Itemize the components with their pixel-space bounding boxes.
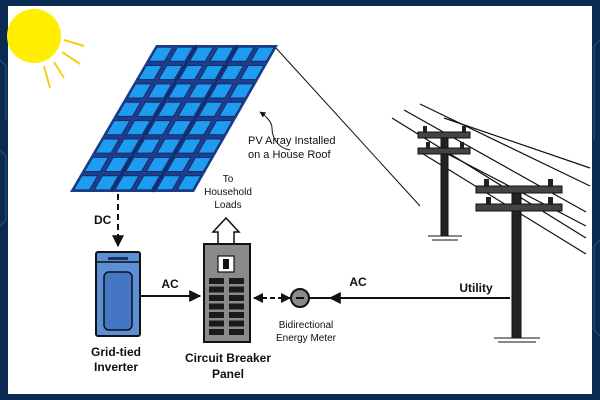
sun-icon xyxy=(7,9,85,89)
utility-label: Utility xyxy=(459,281,493,295)
meter-label-line2: Energy Meter xyxy=(276,333,337,344)
solar-cell xyxy=(146,120,172,136)
solar-cell xyxy=(115,138,141,154)
solar-cell xyxy=(83,157,110,172)
breaker-switch xyxy=(209,329,224,335)
solar-cell xyxy=(135,175,161,191)
solar-cell xyxy=(207,120,233,136)
meter-label-line1: Bidirectional xyxy=(279,320,333,331)
solar-cell xyxy=(125,157,151,172)
breaker-switch xyxy=(209,312,224,318)
ac-label-left: AC xyxy=(161,277,179,291)
solar-cell xyxy=(166,157,192,172)
solar-cell xyxy=(137,65,163,80)
solar-cell xyxy=(186,157,212,172)
frame-decoration xyxy=(0,39,600,337)
solar-cell xyxy=(176,175,202,191)
solar-cell xyxy=(250,46,275,62)
solar-cell xyxy=(229,83,254,99)
solar-cell xyxy=(188,83,214,99)
solar-cell xyxy=(167,83,193,99)
solar-cell xyxy=(156,138,182,154)
pv-callout-arrow xyxy=(259,111,291,151)
solar-cell xyxy=(209,46,235,62)
solar-cell xyxy=(94,138,120,154)
solar-cell xyxy=(148,46,174,62)
solar-cell xyxy=(177,101,203,117)
solar-cell xyxy=(208,83,234,99)
solar-cell xyxy=(198,65,224,80)
utility-pole-icon xyxy=(417,126,471,241)
breaker-switch xyxy=(229,303,244,310)
panel-divider xyxy=(151,44,239,193)
breaker-panel-icon xyxy=(203,243,251,343)
solar-cell xyxy=(93,175,119,191)
loads-label-line1: To xyxy=(223,174,234,185)
solar-panel-icon xyxy=(70,44,278,193)
loads-up-arrow xyxy=(211,216,241,245)
solar-cell xyxy=(157,101,183,117)
solar-cell xyxy=(147,83,173,99)
solar-cell xyxy=(176,138,202,154)
breaker-switch xyxy=(229,329,244,335)
pv-array-label-line2: on a House Roof xyxy=(248,149,331,161)
solar-cell xyxy=(189,46,214,62)
breaker-switch xyxy=(229,320,244,327)
solar-cell xyxy=(157,65,183,80)
solar-cell xyxy=(168,46,194,62)
panel-label-line2: Panel xyxy=(212,367,244,381)
solar-cell xyxy=(145,157,171,172)
solar-cell xyxy=(166,120,192,136)
energy-meter-icon xyxy=(290,288,310,308)
breaker-switch xyxy=(229,295,244,301)
breaker-switch xyxy=(229,286,244,293)
solar-cell xyxy=(239,65,265,80)
solar-cell xyxy=(197,138,223,154)
solar-cell xyxy=(136,101,162,117)
solar-cell xyxy=(187,120,213,136)
solar-cell xyxy=(198,101,224,117)
panel-divider xyxy=(110,44,198,193)
solar-cell xyxy=(155,175,181,191)
solar-cell xyxy=(104,157,130,172)
solar-cell xyxy=(125,120,151,136)
solar-cell xyxy=(135,138,161,154)
solar-cell xyxy=(178,65,204,80)
solar-cell xyxy=(116,101,142,117)
solar-cell xyxy=(218,101,244,117)
utility-pole-icon-front xyxy=(475,179,563,343)
breaker-switch xyxy=(209,286,224,293)
dc-label: DC xyxy=(94,213,112,227)
breaker-switch xyxy=(229,278,244,284)
loads-label-line2: Household xyxy=(204,187,252,198)
inverter-label-line2: Inverter xyxy=(94,360,138,374)
breaker-switch xyxy=(209,320,224,327)
solar-cell xyxy=(219,65,245,80)
inverter-icon xyxy=(95,251,141,337)
solar-cell xyxy=(114,175,140,191)
breaker-switch xyxy=(209,303,224,310)
inverter-label-line1: Grid-tied xyxy=(91,345,141,359)
roof-line xyxy=(275,47,421,207)
breaker-switch xyxy=(229,312,244,318)
panel-label-line1: Circuit Breaker xyxy=(185,351,271,365)
solar-cell xyxy=(73,175,99,191)
solar-cell xyxy=(229,46,255,62)
breaker-switch xyxy=(209,295,224,301)
solar-cell xyxy=(105,120,131,136)
solar-cell xyxy=(126,83,152,99)
pv-array-label-line1: PV Array Installed xyxy=(248,135,335,147)
loads-label-line3: Loads xyxy=(214,200,241,211)
ac-label-right: AC xyxy=(349,275,367,289)
breaker-switch xyxy=(209,278,224,284)
